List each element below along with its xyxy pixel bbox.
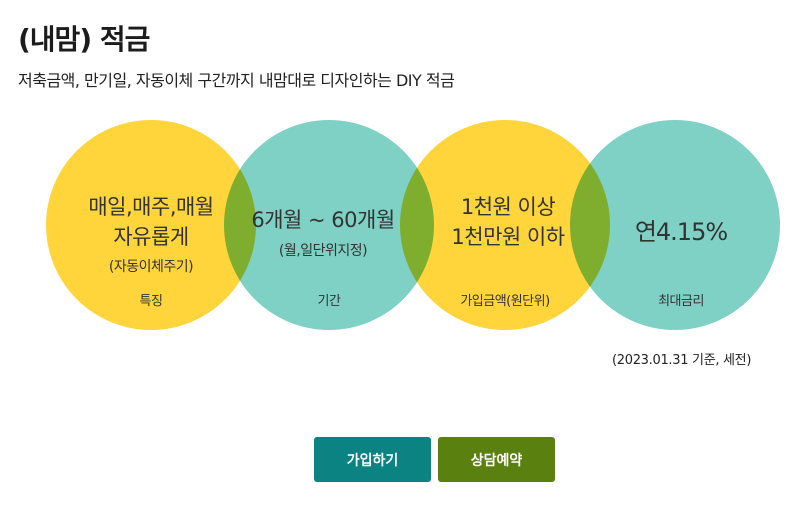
feature-circle-1 [46, 120, 256, 330]
rate-note: (2023.01.31 기준, 세전) [612, 353, 752, 368]
feature-circle-2 [224, 120, 434, 330]
page-title: (내맘) 적금 [18, 23, 150, 56]
feature-3-line2: 1천만원 이하 [451, 225, 565, 249]
feature-2-caption: 기간 [317, 294, 341, 309]
join-button[interactable]: 가입하기 [314, 437, 431, 482]
feature-circle-4 [570, 120, 780, 330]
feature-1-caption: 특징 [139, 294, 163, 309]
feature-2-sub: (월,일단위지정) [278, 243, 368, 259]
consult-reservation-button[interactable]: 상담예약 [438, 437, 555, 482]
feature-4-caption: 최대금리 [658, 294, 704, 309]
feature-1-line1: 매일,매주,매월 [88, 195, 214, 219]
page-subtitle: 저축금액, 만기일, 자동이체 구간까지 내맘대로 디자인하는 DIY 적금 [18, 71, 455, 90]
feature-1-sub: (자동이체주기) [108, 259, 194, 275]
feature-3-line1: 1천원 이상 [460, 195, 556, 219]
feature-2-line1: 6개월 ~ 60개월 [251, 208, 395, 232]
feature-3-caption: 가입금액(원단위) [460, 294, 550, 309]
feature-1-line2: 자유롭게 [113, 225, 189, 249]
feature-4-rate: 연4.15% [634, 218, 728, 246]
